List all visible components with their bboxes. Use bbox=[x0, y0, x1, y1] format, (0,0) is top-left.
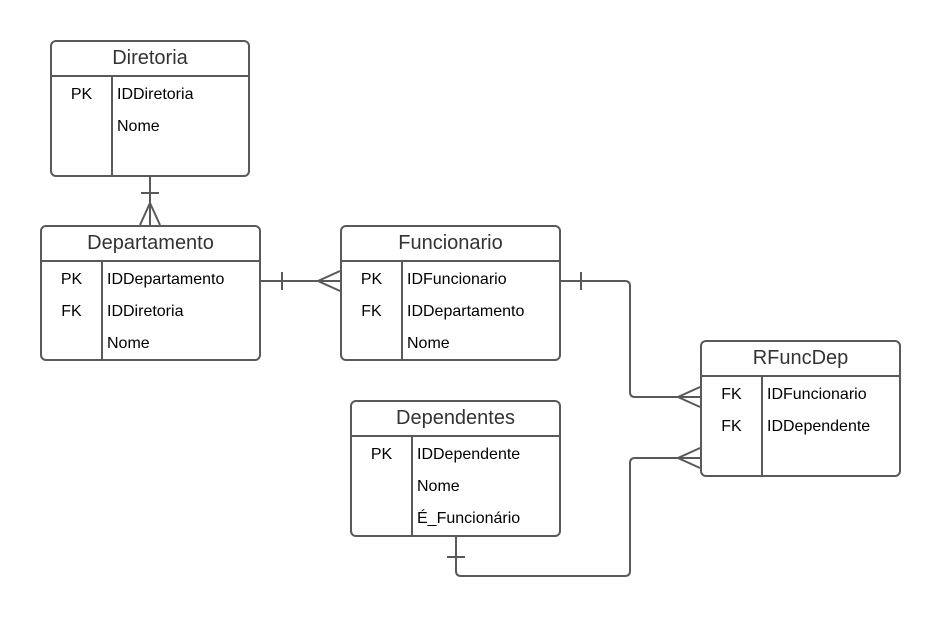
field-name: Nome bbox=[117, 118, 160, 135]
field-name: IDDepartamento bbox=[107, 271, 225, 288]
field-name: IDFuncionario bbox=[407, 271, 507, 288]
field-name: IDDiretoria bbox=[107, 303, 184, 320]
relationship-funcionario-rfuncdep bbox=[561, 272, 701, 408]
key-label: PK bbox=[360, 271, 383, 288]
field-name: IDDependente bbox=[417, 446, 521, 463]
field-row: Nome bbox=[52, 111, 248, 143]
field-name: IDDepartamento bbox=[407, 303, 525, 320]
field-name: Nome bbox=[107, 335, 150, 352]
entity-diretoria[interactable]: Diretoria PK IDDiretoria Nome bbox=[50, 40, 250, 177]
entity-title: Dependentes bbox=[352, 402, 559, 437]
key-column-divider bbox=[401, 262, 403, 359]
field-name: Nome bbox=[417, 478, 460, 495]
field-row: PK IDDepartamento bbox=[42, 264, 259, 296]
field-row: PK IDFuncionario bbox=[342, 264, 559, 296]
field-row: É_Funcionário bbox=[352, 503, 559, 535]
entity-rfuncdep[interactable]: RFuncDep FK IDFuncionario FK IDDependent… bbox=[700, 340, 901, 477]
key-label: FK bbox=[721, 386, 742, 403]
field-name: Nome bbox=[407, 335, 450, 352]
key-label: PK bbox=[370, 446, 393, 463]
entity-departamento[interactable]: Departamento PK IDDepartamento FK IDDire… bbox=[40, 225, 261, 361]
entity-dependentes[interactable]: Dependentes PK IDDependente Nome É_Funci… bbox=[350, 400, 561, 537]
key-column-divider bbox=[101, 262, 103, 359]
relationship-departamento-funcionario bbox=[261, 270, 341, 292]
key-column-divider bbox=[411, 437, 413, 535]
key-column-divider bbox=[111, 77, 113, 175]
field-row: PK IDDiretoria bbox=[52, 79, 248, 111]
field-name: IDDependente bbox=[767, 418, 871, 435]
entity-funcionario[interactable]: Funcionario PK IDFuncionario FK IDDepart… bbox=[340, 225, 561, 361]
field-row: Nome bbox=[42, 328, 259, 359]
key-column-divider bbox=[761, 377, 763, 475]
key-label: PK bbox=[60, 271, 83, 288]
relationship-diretoria-departamento bbox=[139, 177, 161, 226]
field-name: IDDiretoria bbox=[117, 86, 194, 103]
entity-title: RFuncDep bbox=[702, 342, 899, 377]
entity-title: Departamento bbox=[42, 227, 259, 262]
field-name: IDFuncionario bbox=[767, 386, 867, 403]
field-row: FK IDDepartamento bbox=[342, 296, 559, 328]
key-label: FK bbox=[721, 418, 742, 435]
key-label: FK bbox=[361, 303, 382, 320]
field-row: Nome bbox=[342, 328, 559, 359]
key-label: FK bbox=[61, 303, 82, 320]
field-name: É_Funcionário bbox=[417, 510, 521, 527]
field-row: FK IDDiretoria bbox=[42, 296, 259, 328]
key-label: PK bbox=[70, 86, 93, 103]
entity-title: Funcionario bbox=[342, 227, 559, 262]
field-row: FK IDFuncionario bbox=[702, 379, 899, 411]
entity-title: Diretoria bbox=[52, 42, 248, 77]
field-row: FK IDDependente bbox=[702, 411, 899, 443]
field-row: Nome bbox=[352, 471, 559, 503]
field-row: PK IDDependente bbox=[352, 439, 559, 471]
relationship-dependentes-rfuncdep bbox=[447, 447, 701, 577]
